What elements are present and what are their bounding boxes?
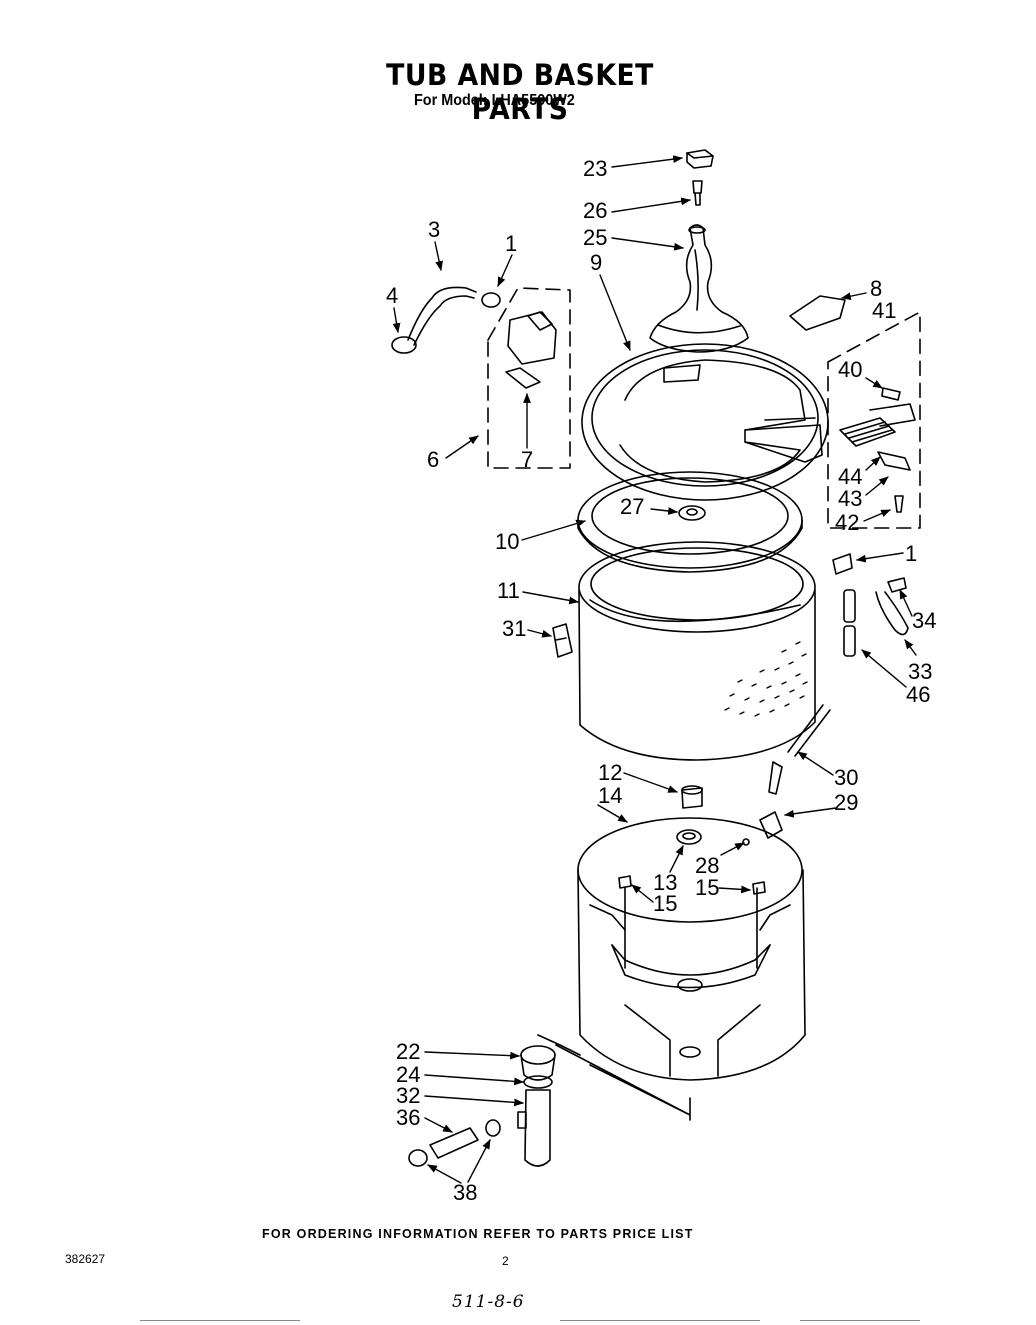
callout-34: 34 [912,608,936,633]
callout-27: 27 [620,494,644,519]
agitator-part [649,224,749,353]
tub-bolt-left-part [618,875,632,889]
bottom-rule-left [140,1320,300,1321]
dispenser-cover-part [877,451,911,471]
callout-8: 8 [870,276,882,301]
callout-28: 28 [695,853,719,878]
drain-nozzle-part [759,761,783,839]
callout-15-left: 15 [653,891,677,916]
callout-7: 7 [521,447,533,472]
callout-23: 23 [583,156,607,181]
agitator-fastener-part [692,180,703,206]
drain-ring-part [523,1075,553,1089]
callout-11: 11 [497,578,520,603]
drain-connector-part [520,1045,556,1081]
callout-4: 4 [386,283,398,308]
callout-22: 22 [396,1039,420,1064]
leader-lines [392,155,917,1184]
callout-46: 46 [906,682,930,707]
tub-o-ring-part [742,838,750,846]
dispenser-group-box [827,311,921,529]
siphon-hose-part [875,591,909,636]
callout-12: 12 [598,760,622,785]
callout-6: 6 [427,447,439,472]
dispenser-spring-part [881,387,901,401]
drive-hub-seal-part [678,505,706,521]
callout-40: 40 [838,357,862,382]
callout-25: 25 [583,225,607,250]
water-valve-part [507,311,557,365]
drain-guide-lines [537,1034,691,1121]
callout-13: 13 [653,870,677,895]
air-hose-part [787,704,831,757]
hose-clamp-right-part [832,553,853,575]
handwritten-note: 511-8-6 [452,1292,525,1312]
callout-1-right: 1 [905,541,917,566]
page-number: 2 [502,1254,509,1268]
agitator-cap-part [686,149,714,169]
tub-seal-part [676,829,702,845]
tub-ring-part [581,343,829,501]
callout-31: 31 [502,616,526,641]
callout-26: 26 [583,198,607,223]
callout-9: 9 [590,250,602,275]
pressure-tube-part [843,589,856,657]
basket-clip-part [552,623,573,658]
callout-36: 36 [396,1105,420,1130]
callout-3: 3 [428,217,440,242]
drain-clamp-left-part [408,1149,428,1167]
drain-clamp-right-part [485,1119,501,1137]
callout-30: 30 [834,765,858,790]
callout-41: 41 [872,298,896,323]
hose-clamp-left-part [481,292,501,308]
document-number: 382627 [65,1252,106,1266]
callout-32: 32 [396,1083,420,1108]
tub-bolt-right-part [752,881,766,895]
drain-plug-part [429,1127,479,1159]
valve-bracket-part [505,367,541,389]
callout-1-top: 1 [505,231,517,256]
callout-43: 43 [838,486,862,511]
drain-elbow-part [517,1089,551,1167]
callout-24: 24 [396,1062,420,1087]
callout-labels: 23 26 25 3 1 9 8 41 4 40 6 7 44 43 27 42… [386,156,936,1205]
ordering-info-note: FOR ORDERING INFORMATION REFER TO PARTS … [262,1227,694,1241]
callout-44: 44 [838,464,862,489]
sight-glass-part [789,295,846,331]
fill-hose-part [391,286,477,354]
callout-42: 42 [835,510,859,535]
callout-33: 33 [908,659,932,684]
callout-15-right: 15 [695,875,719,900]
callout-38: 38 [453,1180,477,1205]
dispenser-lint-filter-part [839,403,916,447]
water-valve-box [487,287,571,469]
outer-tub-part [577,817,806,1081]
model-subtitle: For Model: LHA5500W2 [414,92,575,109]
callout-14: 14 [598,783,622,808]
hose-clip-part [887,577,907,593]
tub-bearing-part [681,785,703,809]
dispenser-screw-part [894,495,904,513]
bottom-rule-right [800,1320,920,1321]
wash-basket-part [578,541,816,761]
callout-29: 29 [834,790,858,815]
page-title: TUB AND BASKET PARTS [386,58,654,126]
callout-10: 10 [495,529,519,554]
bottom-rule-center [560,1320,760,1321]
